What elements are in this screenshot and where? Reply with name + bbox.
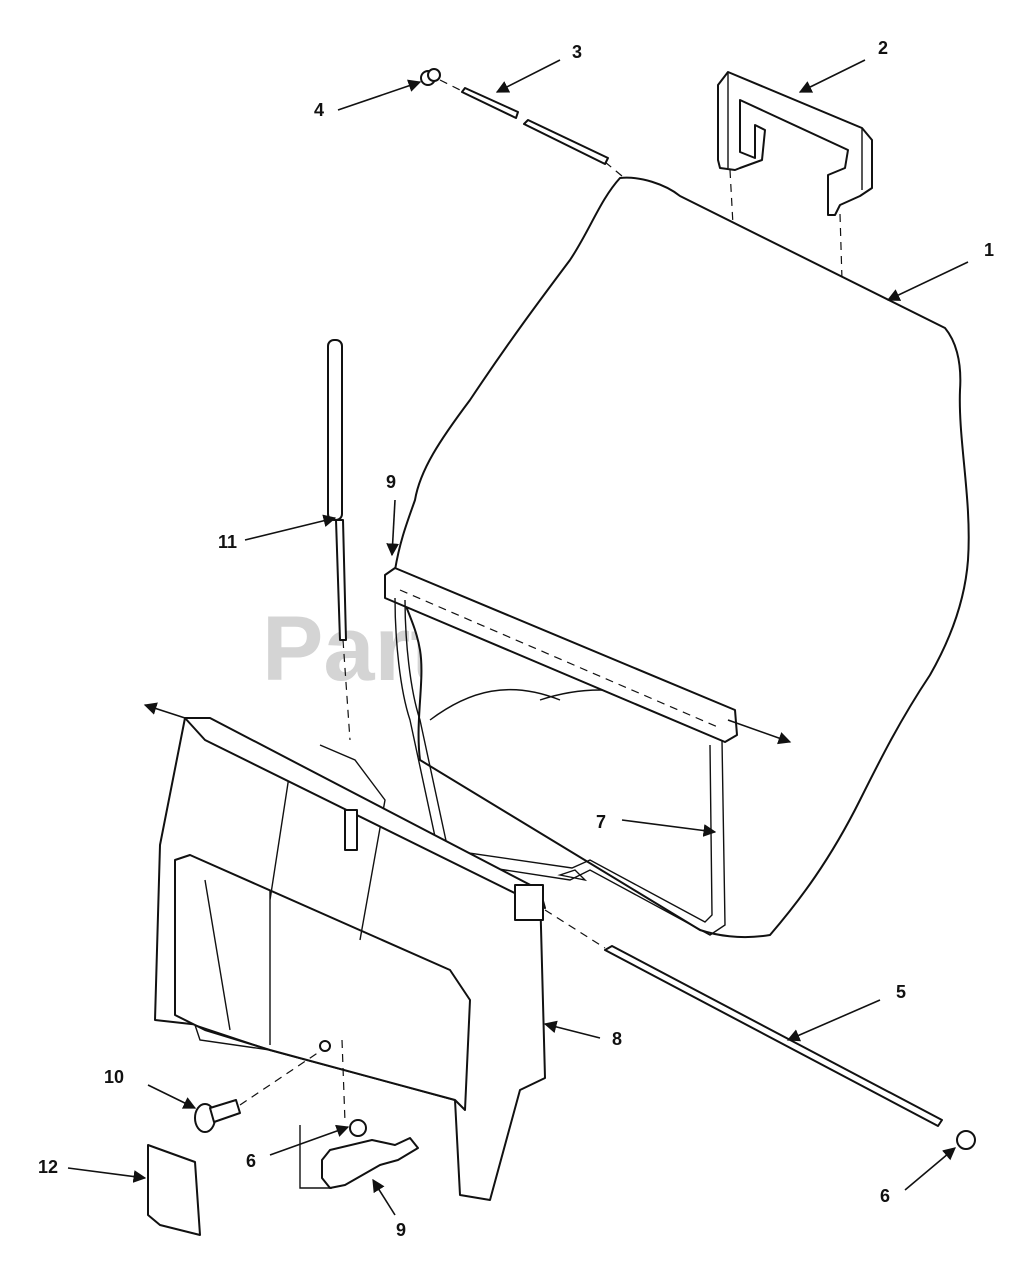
- label-8: 8: [612, 1029, 622, 1049]
- leader-lines: [67, 59, 969, 1216]
- wire-frame-part: [384, 567, 738, 936]
- pins-part: [420, 68, 623, 177]
- label-2: 2: [878, 38, 888, 58]
- label-11: 11: [218, 532, 237, 552]
- label-10: 10: [104, 1067, 124, 1087]
- bolt-part: [194, 1040, 331, 1133]
- long-rod-part: [544, 909, 943, 1127]
- bottom-hinge-part: [299, 1125, 419, 1189]
- label-6-right: 6: [880, 1186, 890, 1206]
- decal-part: [147, 1144, 201, 1236]
- bag-clip-part: [717, 71, 873, 281]
- label-3: 3: [572, 42, 582, 62]
- grass-bag-part: [394, 176, 970, 939]
- label-4: 4: [314, 100, 324, 120]
- label-7: 7: [596, 812, 606, 832]
- label-9-bottom: 9: [396, 1220, 406, 1240]
- label-9-top: 9: [386, 472, 396, 492]
- frame-chute-part: [154, 717, 546, 1201]
- label-12: 12: [38, 1157, 58, 1177]
- label-1: 1: [984, 240, 994, 260]
- push-nut-parts: [341, 1039, 976, 1150]
- label-6-lower: 6: [246, 1151, 256, 1171]
- part-labels: 1 2 3 4 5 6 6 7 8 9 9 10 11 12: [38, 38, 994, 1240]
- label-5: 5: [896, 982, 906, 1002]
